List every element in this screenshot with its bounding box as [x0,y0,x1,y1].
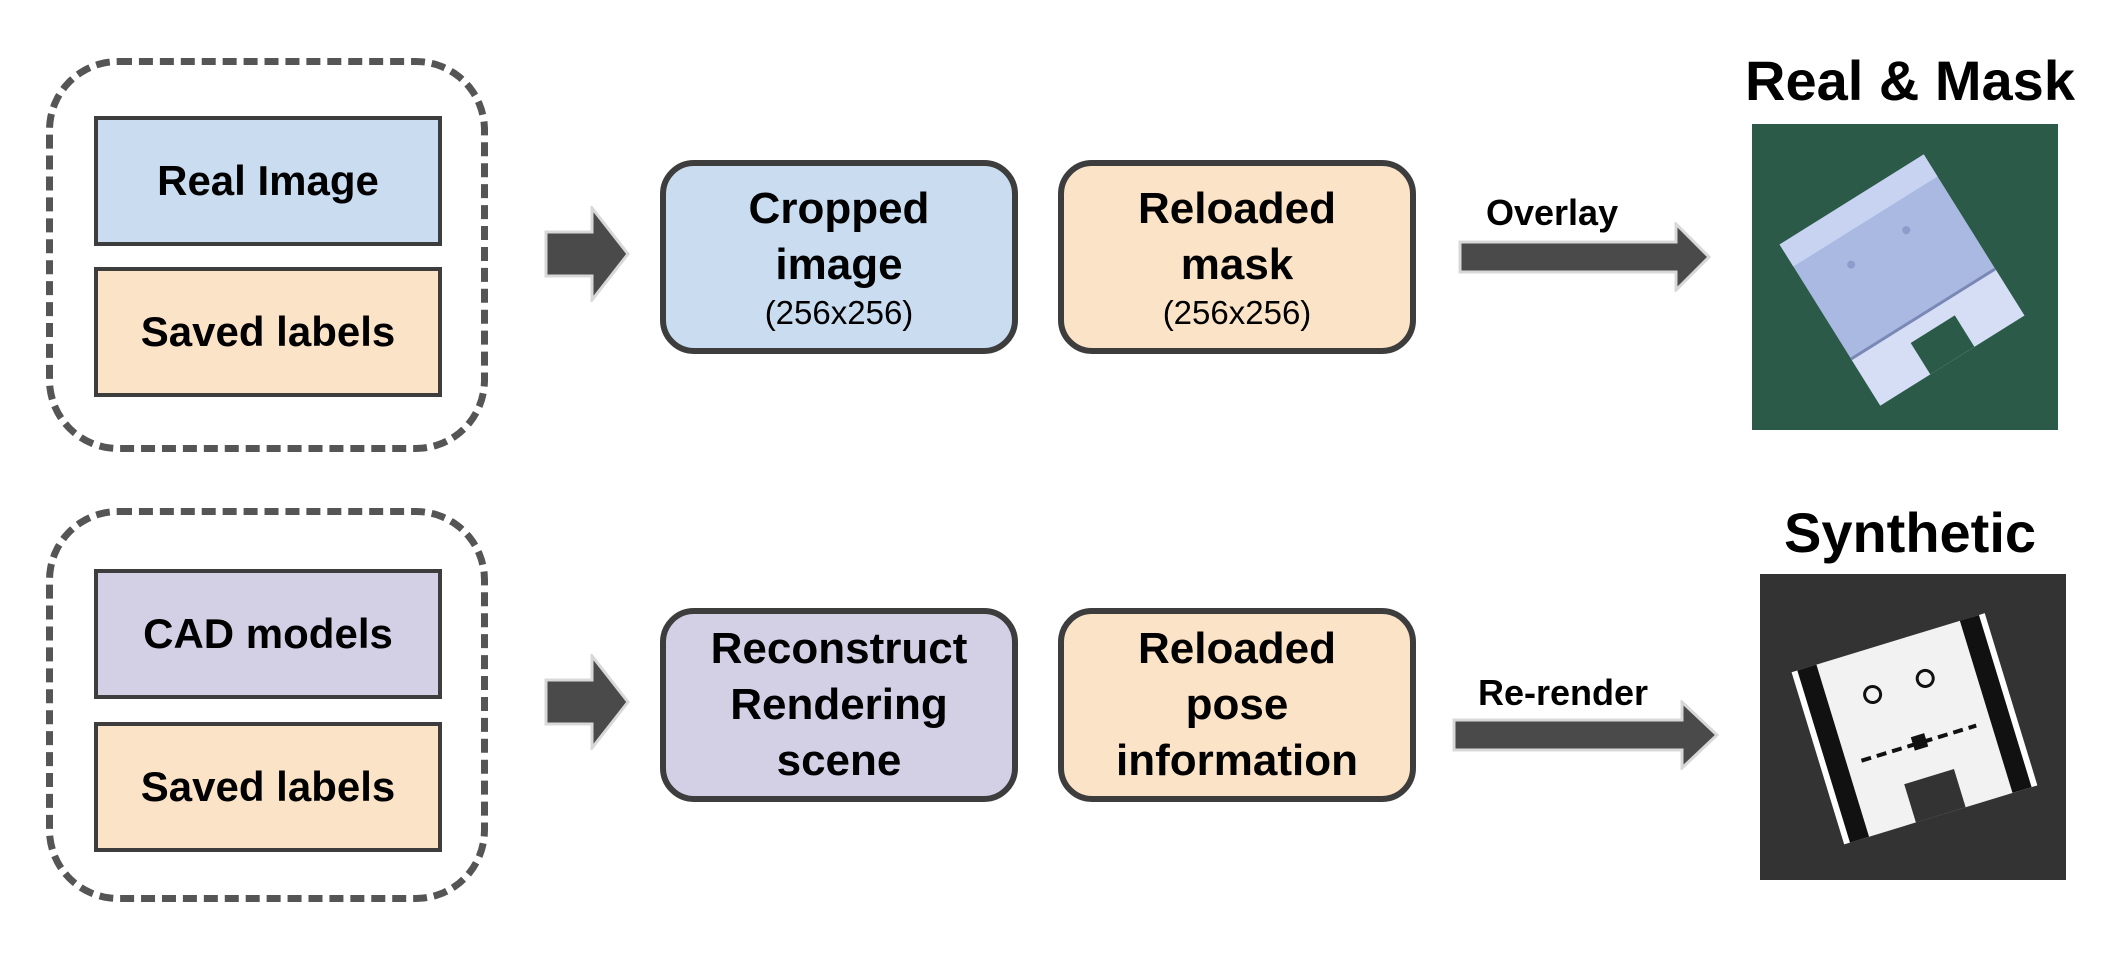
re-render-arrow [1452,700,1720,770]
cropped-image-title: Cropped image [748,184,930,289]
synthetic-image [1760,574,2066,880]
cad-models-box: CAD models [94,569,442,699]
synthetic-title: Synthetic [1783,501,2037,564]
reloaded-mask-size: (256x256) [1162,294,1312,331]
cropped-image-box: Cropped image (256x256) [660,160,1018,354]
saved-labels-label-bottom: Saved labels [140,763,396,810]
reconstruct-scene-box: Reconstruct Rendering scene [660,608,1018,802]
reloaded-mask-title: Reloaded mask [1137,184,1337,289]
real-image-label: Real Image [157,157,379,204]
real-image-box: Real Image [94,116,442,246]
saved-labels-box-top: Saved labels [94,267,442,397]
reloaded-pose-title: Reloaded pose information [1116,624,1358,785]
reloaded-mask-box: Reloaded mask (256x256) [1058,160,1416,354]
overlay-label: Overlay [1486,192,1619,233]
overlay-arrow [1458,222,1712,292]
re-render-label: Re-render [1478,672,1649,713]
real-mask-image [1752,124,2058,430]
real-input-group [46,58,488,452]
saved-labels-label-top: Saved labels [140,308,396,355]
saved-labels-box-bottom: Saved labels [94,722,442,852]
cad-input-group [46,508,488,902]
cad-models-label: CAD models [143,610,393,657]
input-arrow-bottom [544,654,630,750]
reloaded-pose-box: Reloaded pose information [1058,608,1416,802]
cropped-image-size: (256x256) [764,294,914,331]
input-arrow-top [544,206,630,302]
real-mask-title: Real & Mask [1745,49,2075,112]
reconstruct-scene-title: Reconstruct Rendering scene [710,624,968,785]
